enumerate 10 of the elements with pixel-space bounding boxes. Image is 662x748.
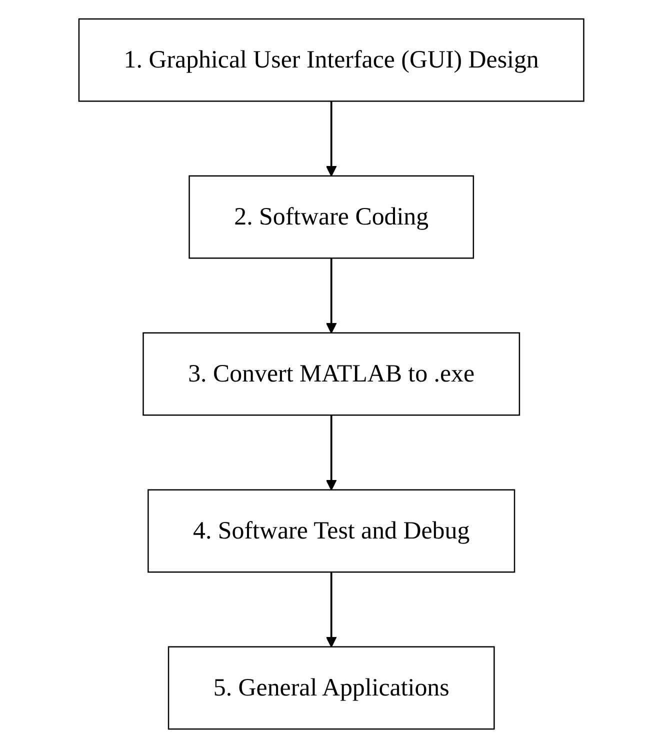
node-box bbox=[147, 489, 515, 573]
arrow bbox=[326, 572, 336, 648]
flowchart-diagram: 1. Graphical User Interface (GUI) Design 2. Software Coding 3. Convert MATLAB to .exe 4. Software Test and Debug 5. General Applications bbox=[68, 9, 594, 739]
node-box bbox=[142, 332, 520, 416]
node-box bbox=[168, 646, 494, 730]
arrow bbox=[326, 415, 336, 490]
arrow bbox=[326, 258, 336, 334]
node-box bbox=[78, 18, 584, 102]
arrow bbox=[326, 101, 336, 176]
node-box bbox=[188, 175, 474, 259]
